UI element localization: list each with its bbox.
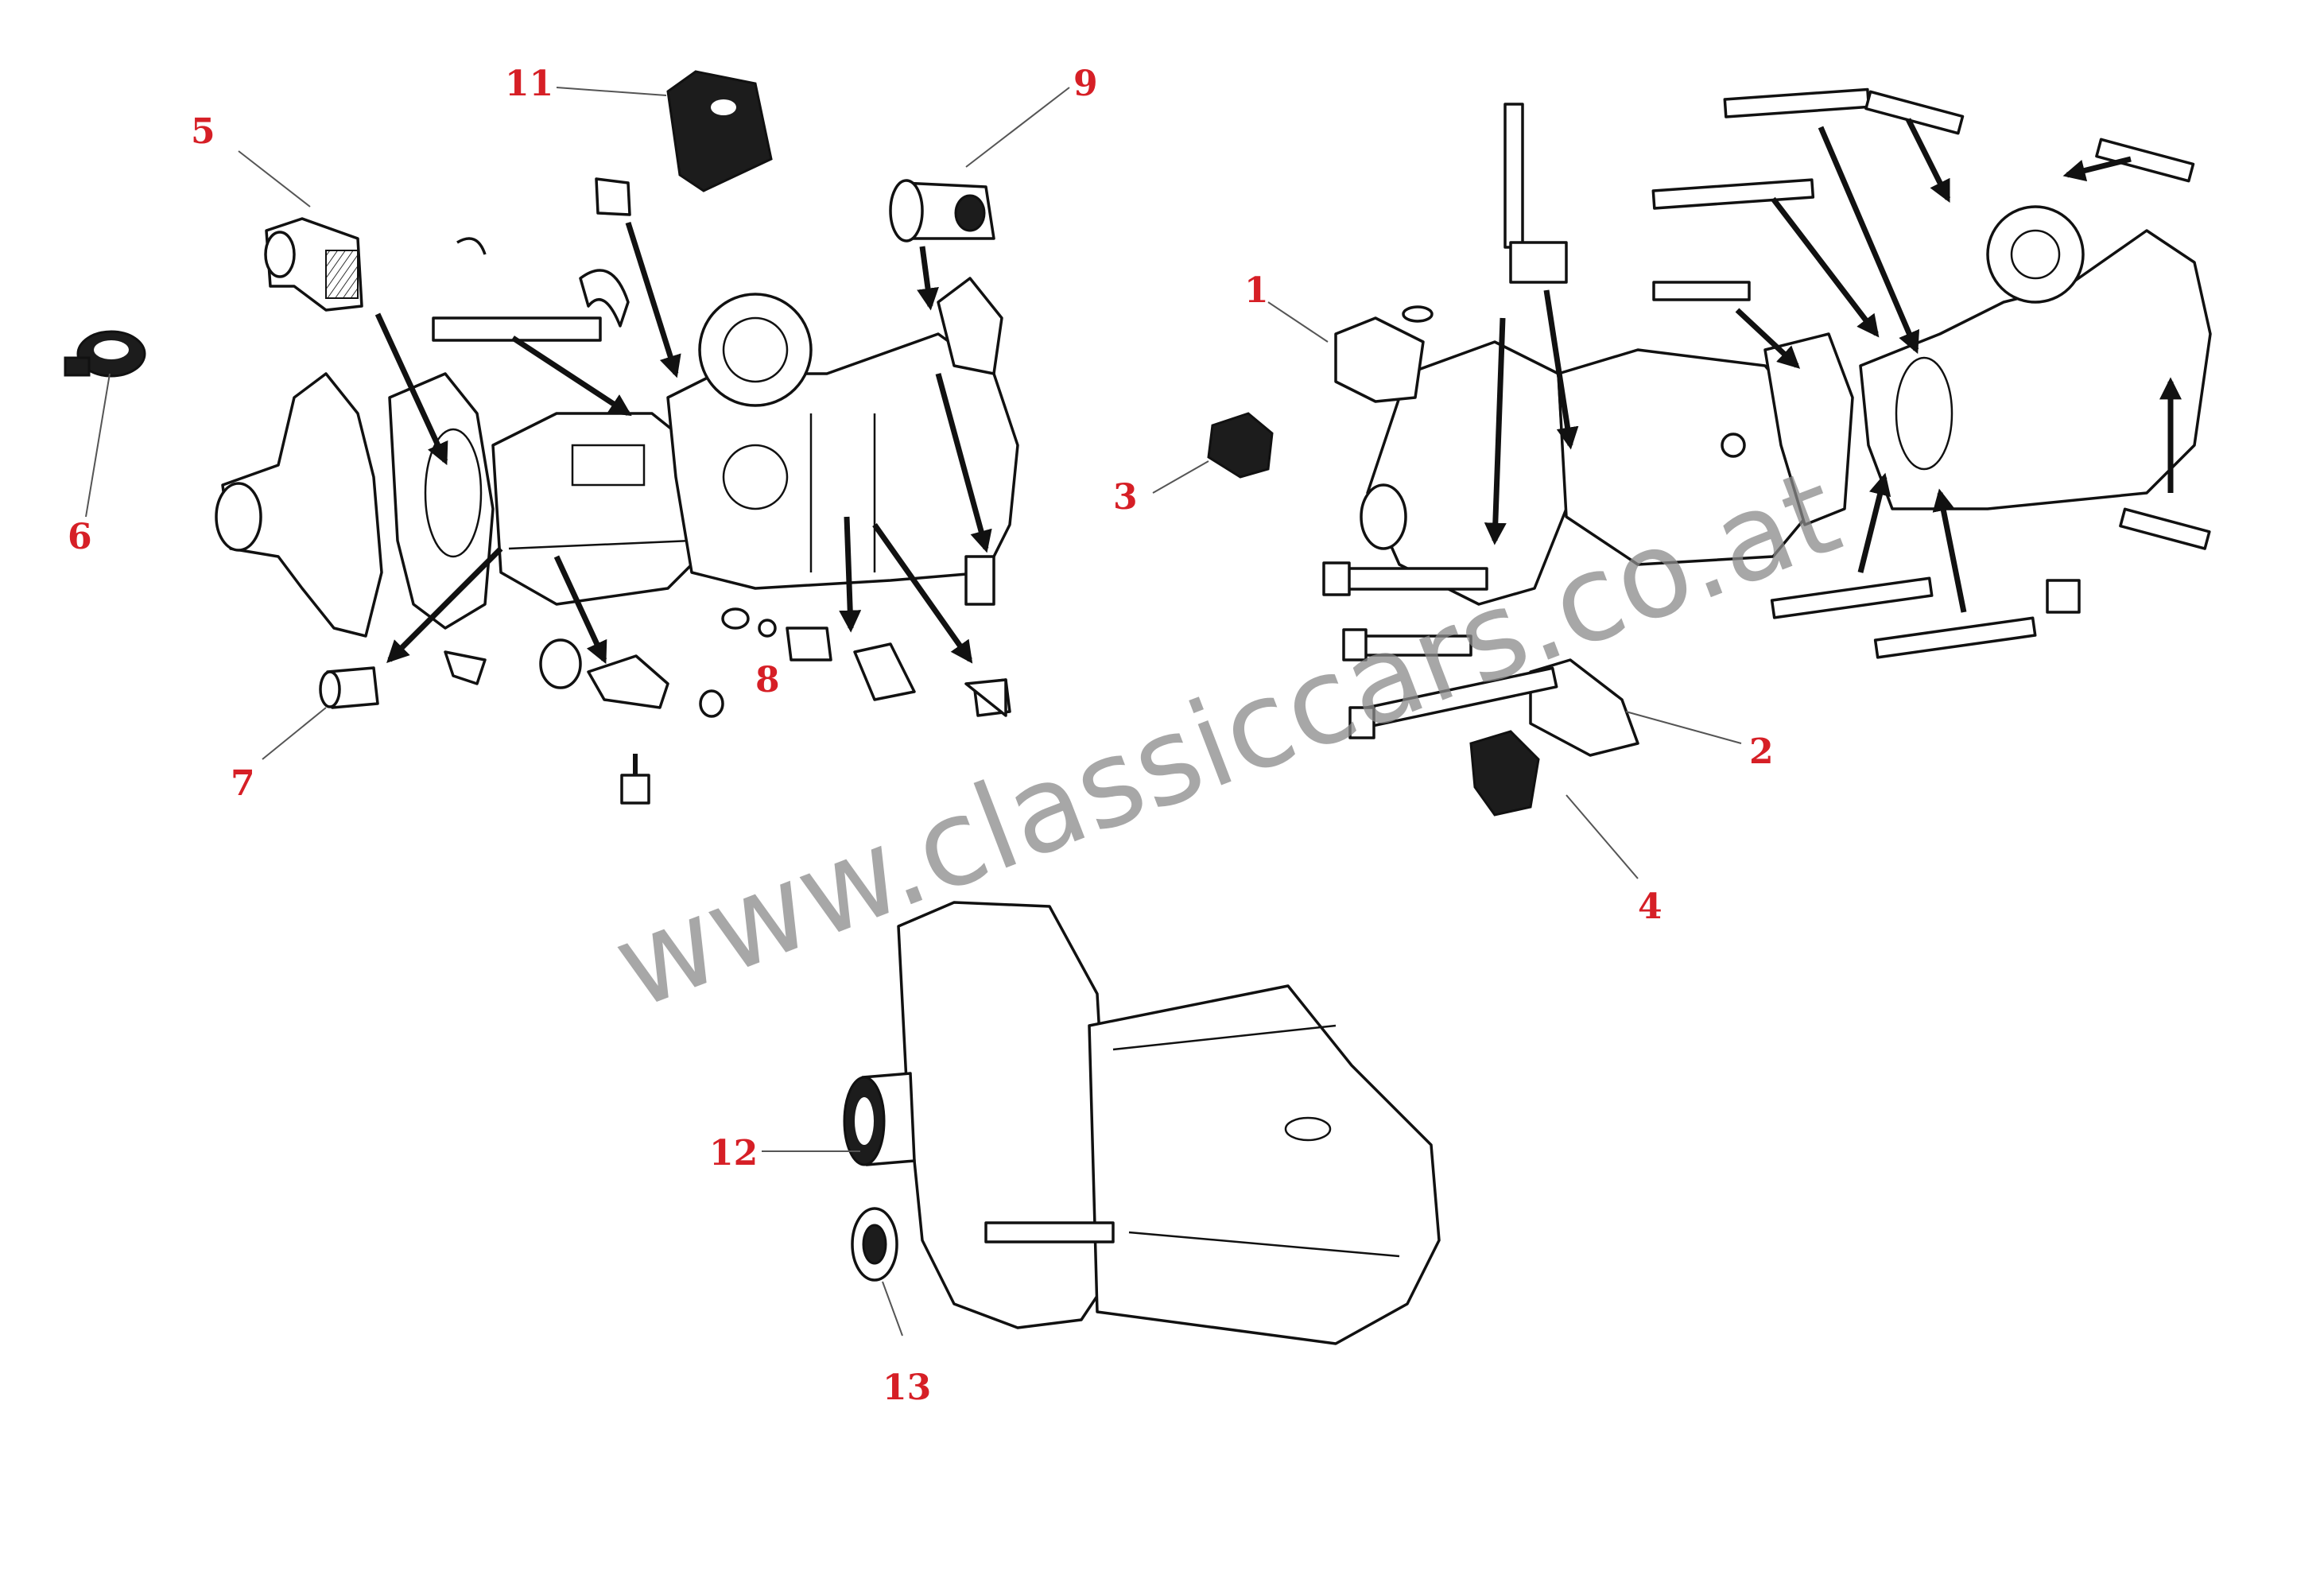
bolt-head xyxy=(620,774,650,805)
callout-8: 8 xyxy=(755,660,780,700)
part-5-elbow-duct xyxy=(264,217,363,312)
lower-bell-housing xyxy=(897,901,1115,1329)
callout-6: 6 xyxy=(68,517,92,557)
lower-gearbox-case xyxy=(843,901,1441,1345)
gearbox-mount-bracket xyxy=(937,277,1003,375)
part-12-oil-seal xyxy=(843,1072,916,1166)
bell-housing xyxy=(221,372,383,638)
callout-4: 4 xyxy=(1638,886,1662,927)
part-1-mount-bracket xyxy=(1334,316,1425,403)
intermediate-housing xyxy=(388,372,495,630)
part-11-rubber-gaiter xyxy=(666,70,773,192)
callout-numbers: 1 2 3 4 5 6 7 8 9 11 12 13 xyxy=(68,64,1774,1408)
part-7-bushing xyxy=(319,666,379,709)
callout-13: 13 xyxy=(883,1368,931,1408)
right-intermediate-plate xyxy=(1763,332,1854,526)
o-ring xyxy=(539,638,582,689)
speedo-gear xyxy=(444,650,487,685)
part-13-oil-seal xyxy=(851,1207,898,1282)
part-3-rubber-mount xyxy=(1207,412,1274,479)
callout-12: 12 xyxy=(709,1133,758,1174)
fasteners xyxy=(1322,87,2211,739)
callout-2: 2 xyxy=(1749,731,1774,772)
right-gearbox-assembly xyxy=(1207,87,2212,817)
callout-3: 3 xyxy=(1113,477,1138,518)
spacer-sleeve xyxy=(1509,241,1568,284)
callout-11: 11 xyxy=(505,64,553,104)
part-8-sender-switch xyxy=(721,607,916,701)
speedo-housing xyxy=(587,654,669,709)
part-2-mount-bracket xyxy=(1529,658,1639,757)
callout-1: 1 xyxy=(1244,270,1269,311)
callout-7: 7 xyxy=(231,763,255,804)
callout-9: 9 xyxy=(1073,64,1098,104)
input-shaft-snout xyxy=(215,482,262,552)
selector-sleeve xyxy=(853,642,916,701)
shift-rod xyxy=(432,316,602,342)
leader-lines xyxy=(85,87,1742,1337)
retaining-clip xyxy=(579,269,630,328)
output-shaft xyxy=(984,1221,1115,1243)
part-6-rubber-boot xyxy=(64,330,146,378)
callout-5: 5 xyxy=(191,111,215,152)
main-gearbox-case xyxy=(491,412,701,606)
plug-side xyxy=(964,555,995,606)
circlip xyxy=(456,237,487,255)
lower-main-case xyxy=(1088,984,1441,1345)
left-gearbox-assembly xyxy=(64,70,1019,805)
part-9-mount-bushing xyxy=(889,179,995,242)
rear-cover-flange xyxy=(698,293,813,407)
plug-top xyxy=(595,177,631,216)
small-nut xyxy=(699,689,724,718)
right-rear-flange xyxy=(1986,205,2085,304)
part-4-rubber-mount xyxy=(1469,730,1540,817)
